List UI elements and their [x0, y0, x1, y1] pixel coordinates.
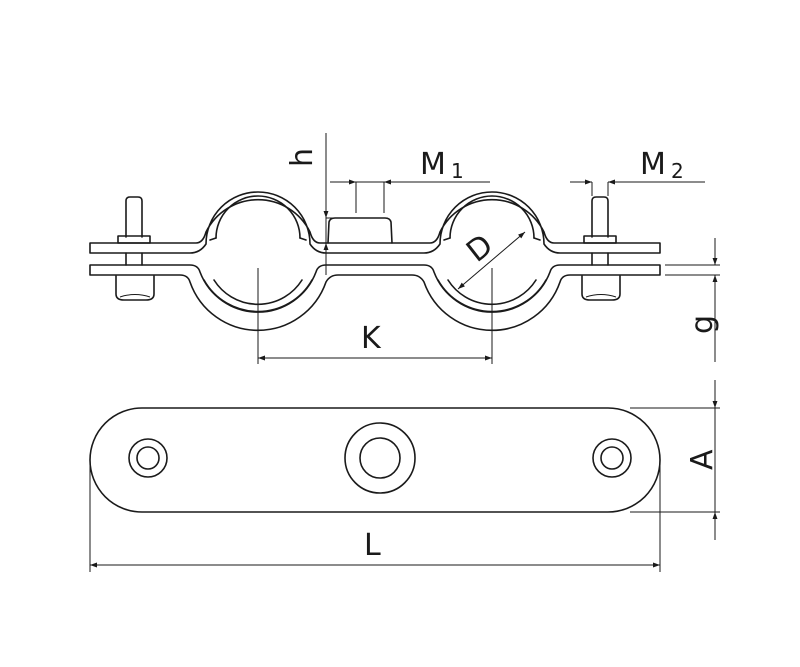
dimension-label-d: D — [460, 228, 500, 270]
dimension-label-a: A — [685, 449, 720, 470]
dimension-label-m1-subscript: 1 — [451, 159, 464, 183]
left-bolt — [115, 196, 155, 301]
right-bolt — [581, 196, 621, 301]
base-plate — [89, 407, 661, 513]
dimension-label-k: K — [361, 321, 382, 356]
dimension-label-m2-subscript: 2 — [671, 159, 684, 183]
dimension-lines — [89, 133, 720, 572]
dimension-label-m1: M — [420, 147, 446, 182]
dimension-label-g: g — [685, 315, 720, 334]
dimension-label-m2: M — [640, 147, 666, 182]
dimension-label-l: L — [364, 528, 381, 563]
upper-clamp-strip — [89, 191, 661, 254]
center-nut — [327, 217, 393, 244]
dimension-label-h: h — [285, 148, 320, 167]
